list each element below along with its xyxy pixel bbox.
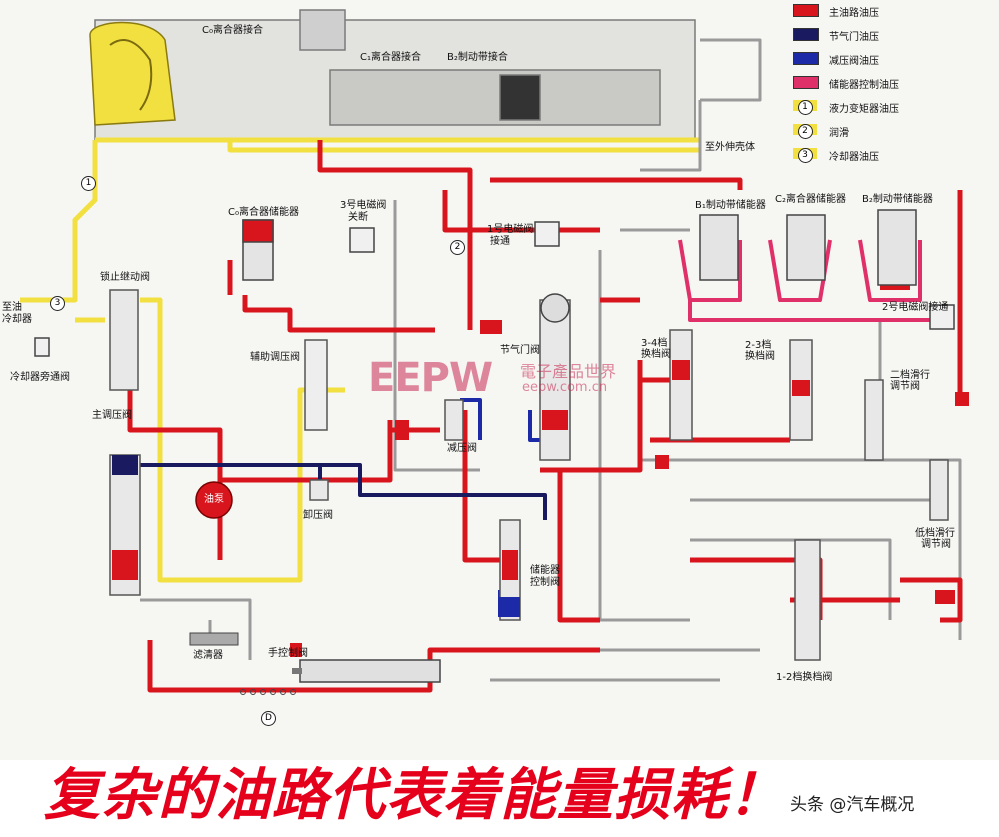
legend-swatch [793, 76, 819, 89]
label-c0-accumulator: C₀离合器储能器 [228, 207, 299, 218]
label-c0-clutch: C₀离合器接合 [202, 25, 263, 36]
label-manual-valve: 手控制阀 [268, 648, 308, 659]
legend-swatch [793, 52, 819, 65]
credit-text: 头条 @汽车概况 [790, 795, 915, 815]
label-throttle-valve: 节气门阀 [500, 345, 540, 356]
legend-swatch [793, 4, 819, 17]
label-b2-band: B₂制动带接合 [447, 52, 508, 63]
manual-valve-body [299, 659, 441, 683]
label-shift-12: 1-2档换档阀 [776, 672, 833, 683]
legend-item: 主油路油压 [793, 2, 993, 19]
legend-label: 润滑 [829, 128, 849, 139]
label-low-coast-b: 调节阀 [921, 539, 951, 550]
label-solenoid-1: 1号电磁阀 [487, 224, 534, 235]
label-filter: 滤清器 [193, 650, 223, 661]
legend-label: 液力变矩器油压 [829, 104, 899, 115]
transmission-case [94, 9, 696, 141]
legend-item: 减压阀油压 [793, 50, 993, 67]
label-shift-34-b: 换档阀 [641, 349, 671, 360]
label-b1-accumulator: B₁制动带储能器 [695, 200, 766, 211]
label-aux-regulator: 辅助调压阀 [250, 352, 300, 363]
label-solenoid-3-state: 关断 [348, 212, 368, 223]
legend-swatch [793, 28, 819, 41]
legend-item: 储能器控制油压 [793, 74, 993, 91]
label-accum-ctrl-a: 储能器 [530, 565, 560, 576]
filter-symbol [189, 632, 239, 646]
legend-item: 2 润滑 [793, 122, 993, 139]
label-shift-34-a: 3-4档 [641, 338, 668, 349]
circle-marker-3: 3 [50, 296, 65, 311]
legend-marker: 1 [793, 100, 817, 115]
watermark-site: 電子產品世界 [520, 362, 617, 381]
label-gear2-coast-b: 调节阀 [890, 381, 920, 392]
legend-item: 3 冷却器油压 [793, 146, 993, 163]
hydraulic-diagram: 主油路油压 节气门油压 减压阀油压 储能器控制油压 1 液力变矩器油压 2 润滑… [0, 0, 999, 760]
circle-marker-2: 2 [450, 240, 465, 255]
circle-marker-1: 1 [81, 176, 96, 191]
label-c1-clutch: C₁离合器接合 [360, 52, 421, 63]
torque-converter [89, 21, 176, 126]
label-c2-accumulator: C₂离合器储能器 [775, 194, 846, 205]
label-lockup-valve: 锁止继动阀 [100, 272, 150, 283]
label-main-regulator: 主调压阀 [92, 410, 132, 421]
legend-marker: 2 [793, 124, 817, 139]
legend-item: 1 液力变矩器油压 [793, 98, 993, 115]
legend-label: 储能器控制油压 [829, 80, 899, 91]
label-to-cooler-2: 冷却器 [2, 314, 32, 325]
pump-symbol [195, 481, 233, 519]
label-pump: 油泵 [204, 494, 224, 505]
watermark-logo: EEPW [368, 355, 493, 401]
legend-label: 减压阀油压 [829, 56, 879, 67]
legend-item: 节气门油压 [793, 26, 993, 43]
label-b2-accumulator: B₂制动带储能器 [862, 194, 933, 205]
label-reducing-valve: 减压阀 [447, 443, 477, 454]
label-shift-23-a: 2-3档 [745, 340, 772, 351]
diagram-lines [20, 9, 969, 695]
watermark-url: eepw.com.cn [522, 380, 608, 395]
label-cooler-bypass: 冷却器旁通阀 [10, 372, 70, 383]
label-to-case: 至外伸壳体 [705, 142, 755, 153]
label-gear2-coast-a: 二档滑行 [890, 370, 930, 381]
legend-label: 节气门油压 [829, 32, 879, 43]
label-drive-d: D [261, 711, 276, 726]
label-low-coast-a: 低档滑行 [915, 528, 955, 539]
legend-label: 冷却器油压 [829, 152, 879, 163]
label-shift-23-b: 换档阀 [745, 351, 775, 362]
legend-label: 主油路油压 [829, 8, 879, 19]
caption-text: 复杂的油路代表着能量损耗！ [44, 763, 785, 828]
label-solenoid-2: 2号电磁阀接通 [882, 302, 949, 313]
label-solenoid-1-state: 接通 [490, 236, 510, 247]
label-to-cooler-1: 至油 [2, 302, 22, 313]
lockup-valve-body [109, 289, 139, 391]
label-relief-valve: 卸压阀 [303, 510, 333, 521]
label-solenoid-3: 3号电磁阀 [340, 200, 387, 211]
legend-marker: 3 [793, 148, 817, 163]
label-accum-ctrl-b: 控制阀 [530, 577, 560, 588]
